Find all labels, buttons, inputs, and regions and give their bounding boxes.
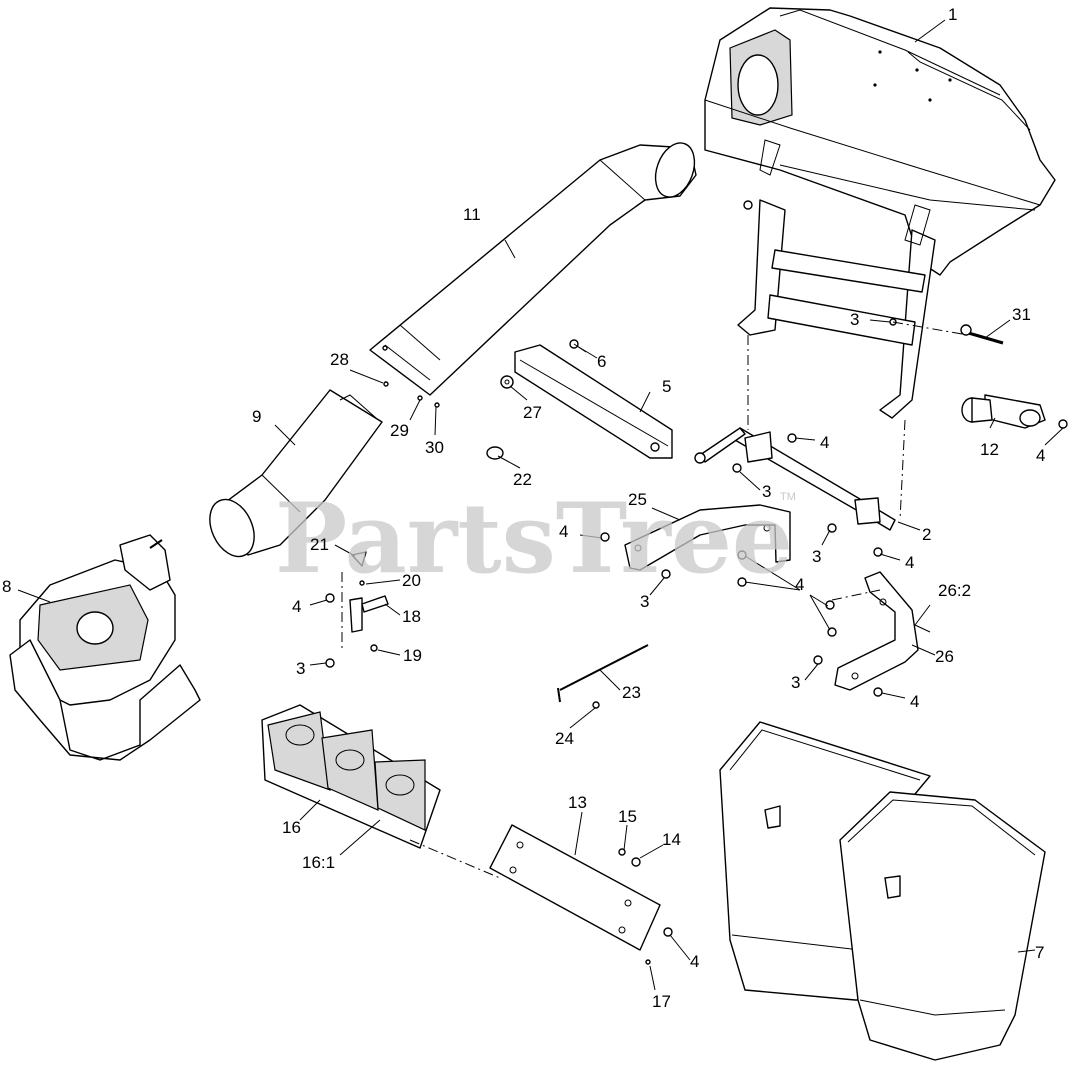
- callout-3: 3: [296, 659, 305, 678]
- part-25-bracket[interactable]: [624, 504, 791, 571]
- callout-23: 23: [622, 683, 641, 702]
- callout-20: 20: [402, 571, 421, 590]
- part-27-nut[interactable]: [500, 375, 514, 389]
- part-7-bag-right[interactable]: [839, 791, 1046, 1061]
- callout-4: 4: [690, 952, 699, 971]
- callout-8: 8: [2, 577, 11, 596]
- callout-4: 4: [905, 553, 914, 572]
- watermark-trademark: TM: [780, 491, 796, 503]
- hopper-frame[interactable]: [737, 139, 936, 419]
- part-31-hitch-pin[interactable]: [960, 324, 1004, 345]
- callout-3: 3: [640, 592, 649, 611]
- callout-14: 14: [662, 830, 681, 849]
- callout-16-1: 16:1: [302, 853, 335, 872]
- callout-4: 4: [292, 597, 301, 616]
- callout-4: 4: [910, 692, 919, 711]
- callout-19: 19: [403, 646, 422, 665]
- callout-24: 24: [555, 729, 574, 748]
- part-11-upper-tube[interactable]: [369, 138, 701, 396]
- callout-5: 5: [662, 377, 671, 396]
- leader-lines: [17, 19, 1064, 991]
- callout-4: 4: [795, 575, 804, 594]
- callout-4: 4: [559, 522, 568, 541]
- callout-21: 21: [310, 535, 329, 554]
- callout-2: 2: [922, 525, 931, 544]
- callout-26-2: 26:2: [938, 581, 971, 600]
- callout-16: 16: [282, 818, 301, 837]
- callout-1: 1: [948, 5, 957, 24]
- part-23-rod[interactable]: [557, 644, 649, 709]
- part-26-bracket[interactable]: [834, 571, 919, 691]
- callout-9: 9: [252, 407, 261, 426]
- part-2-support-bar[interactable]: [694, 427, 896, 531]
- part-21-bolt[interactable]: [351, 551, 367, 567]
- callout-11: 11: [463, 205, 481, 224]
- part-9-lower-tube[interactable]: [201, 389, 383, 564]
- callout-3: 3: [762, 482, 771, 501]
- callout-17: 17: [652, 992, 671, 1011]
- watermark-text: PartsTree: [275, 482, 793, 595]
- callout-29: 29: [390, 421, 409, 440]
- callout-4: 4: [1036, 446, 1045, 465]
- callout-25: 25: [628, 490, 647, 509]
- callout-3: 3: [791, 673, 800, 692]
- callout-30: 30: [425, 438, 444, 457]
- callout-labels: 1 2 3 3 3 3 3 3 4 4 4 4 4 4 4 4 5 6 7 8 …: [2, 5, 1045, 1011]
- callout-7: 7: [1035, 943, 1044, 962]
- callout-28: 28: [330, 350, 349, 369]
- callout-3: 3: [850, 310, 859, 329]
- part-18-bracket[interactable]: [349, 595, 389, 633]
- callout-31: 31: [1012, 305, 1031, 324]
- callout-6: 6: [597, 352, 606, 371]
- alignment-lines: [341, 321, 963, 879]
- parts-tree-watermark: PartsTree TM: [275, 482, 796, 595]
- callout-3: 3: [812, 547, 821, 566]
- part-13-plate[interactable]: [489, 824, 661, 951]
- part-5-bracket[interactable]: [514, 344, 673, 459]
- callout-22: 22: [513, 470, 532, 489]
- callout-13: 13: [568, 793, 587, 812]
- part-8-blower[interactable]: [9, 534, 201, 761]
- callout-27: 27: [523, 403, 542, 422]
- callout-26: 26: [935, 647, 954, 666]
- callout-15: 15: [618, 807, 637, 826]
- part-1-hopper-top[interactable]: [704, 7, 1056, 276]
- callout-12: 12: [980, 440, 999, 459]
- part-12-hitch-adapter[interactable]: [961, 394, 1046, 429]
- callout-4: 4: [820, 433, 829, 452]
- callout-18: 18: [402, 607, 421, 626]
- part-16-decal-panel[interactable]: [261, 704, 441, 849]
